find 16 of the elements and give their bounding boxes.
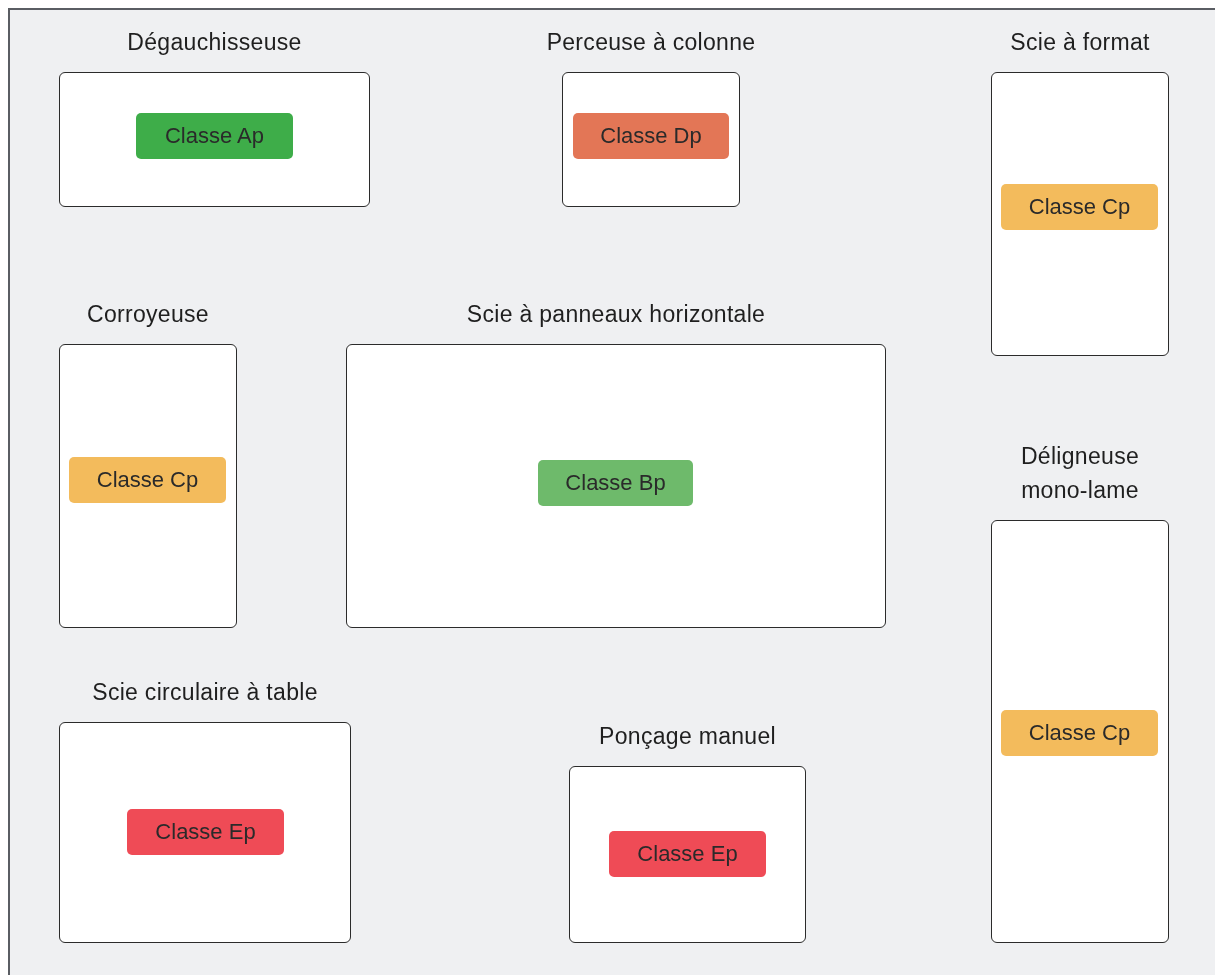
machine-name: Scie circulaire à table xyxy=(92,678,318,707)
machine-name: Dégauchisseuse xyxy=(127,28,302,57)
machine-name: Ponçage manuel xyxy=(599,722,776,751)
machine-name: Scie à panneaux horizontale xyxy=(466,300,766,329)
class-badge: Classe Cp xyxy=(1001,710,1158,756)
machine-name: Corroyeuse xyxy=(87,300,209,329)
machine-name: Scie à format xyxy=(1010,28,1150,57)
class-badge: Classe Cp xyxy=(1001,184,1158,230)
machine-name: Déligneuse mono-lame xyxy=(1019,442,1141,505)
class-badge: Classe Dp xyxy=(573,113,729,159)
machine-name: Perceuse à colonne xyxy=(546,28,756,57)
class-badge: Classe Cp xyxy=(69,457,226,503)
class-badge: Classe Ep xyxy=(609,831,766,877)
class-badge: Classe Ap xyxy=(136,113,293,159)
class-badge: Classe Ep xyxy=(127,809,284,855)
class-badge: Classe Bp xyxy=(538,460,693,506)
